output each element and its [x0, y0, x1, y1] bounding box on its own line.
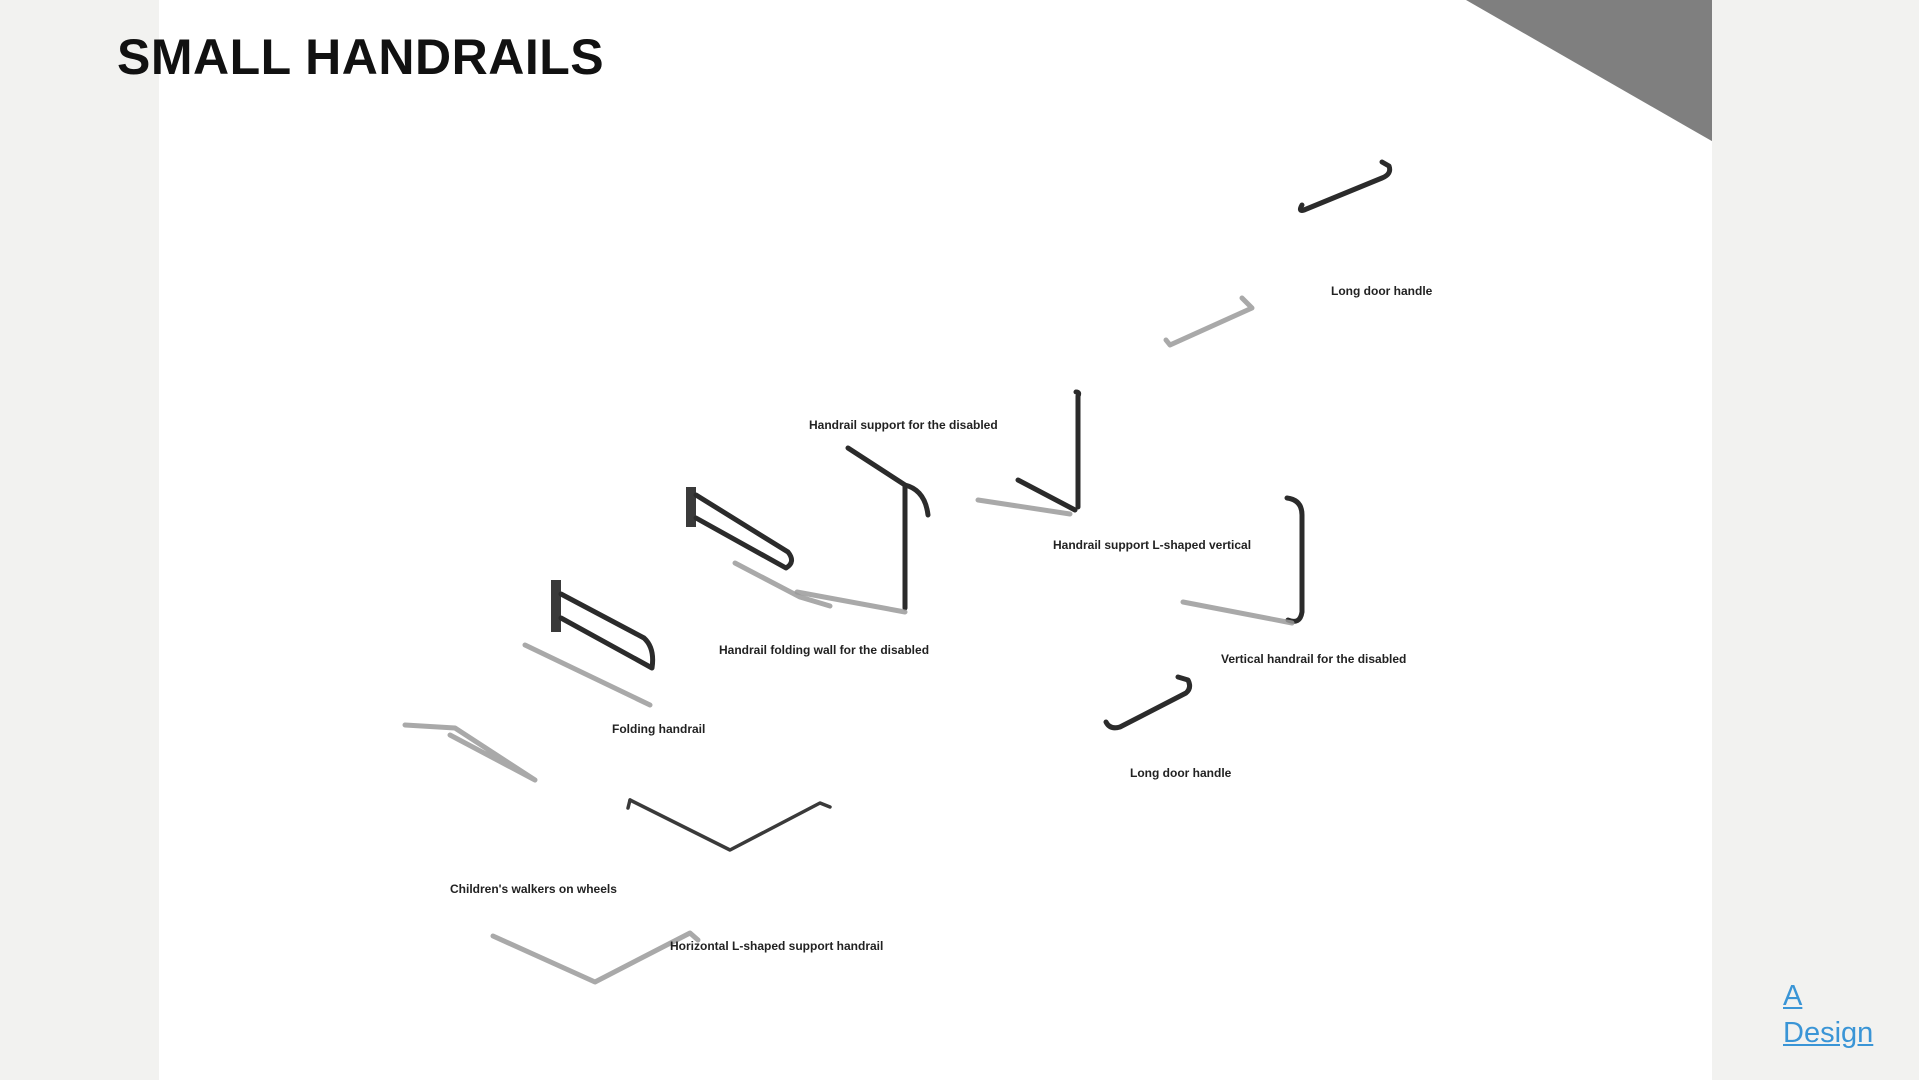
logo-line-2: Design [1783, 1017, 1874, 1049]
handrail-support-disabled-drawing [794, 445, 931, 615]
long-door-handle-top-drawing [1163, 159, 1393, 348]
label-horizontal-l-support: Horizontal L-shaped support handrail [670, 939, 884, 953]
long-door-handle-bottom-drawing [1103, 674, 1193, 731]
page-title: SMALL HANDRAILS [117, 29, 605, 85]
childrens-walkers-drawing [402, 722, 538, 783]
slide-canvas [159, 0, 1712, 1080]
label-folding-handrail: Folding handrail [612, 722, 706, 736]
label-handrail-support-disabled: Handrail support for the disabled [809, 418, 998, 432]
label-handrail-folding-wall: Handrail folding wall for the disabled [719, 643, 930, 657]
label-vertical-handrail-disabled: Vertical handrail for the disabled [1221, 652, 1407, 666]
label-long-door-handle-bottom: Long door handle [1130, 766, 1232, 780]
logo-line-1: A [1783, 980, 1803, 1012]
label-handrail-support-l-vertical: Handrail support L-shaped vertical [1053, 538, 1252, 552]
design-logo-link[interactable]: A Design [1783, 978, 1873, 1052]
vertical-handrail-disabled-drawing [1180, 495, 1305, 626]
horizontal-l-support-drawing [490, 798, 832, 985]
handrail-folding-wall-drawing [686, 487, 833, 609]
handrail-support-l-vertical-drawing [975, 389, 1082, 517]
label-childrens-walkers: Children's walkers on wheels [450, 882, 617, 896]
label-long-door-handle-top: Long door handle [1331, 284, 1433, 298]
folding-handrail-drawing [522, 580, 656, 708]
